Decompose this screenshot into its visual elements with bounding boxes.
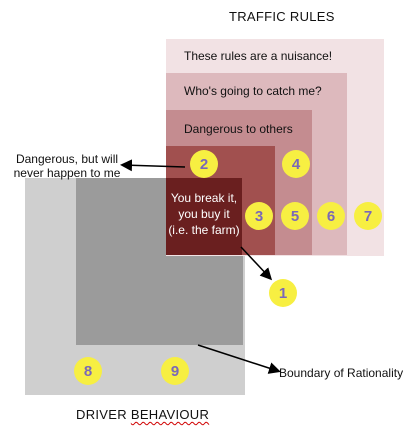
driver-behaviour-title-word: BEHAVIOUR [130, 407, 210, 422]
marker-9: 9 [161, 357, 189, 385]
marker-8: 8 [74, 357, 102, 385]
marker-4: 4 [282, 150, 310, 178]
traffic-rules-title: TRAFFIC RULES [229, 9, 335, 24]
boundary-callout: Boundary of Rationality [279, 366, 404, 380]
layer-2-label: Who's going to catch me? [184, 84, 322, 98]
marker-5: 5 [281, 202, 309, 230]
left-callout-line-2: never happen to me [13, 166, 121, 180]
layer-3-label: Dangerous to others [184, 122, 293, 136]
overlap-label-line-2: you buy it [178, 207, 230, 221]
marker-1: 1 [269, 279, 297, 307]
marker-3: 3 [245, 202, 273, 230]
driver-behaviour-title-prefix: DRIVER [76, 407, 131, 422]
marker-6: 6 [317, 202, 345, 230]
left-callout: Dangerous, but will never happen to me [12, 152, 122, 180]
layer-1-label: These rules are a nuisance! [184, 49, 333, 63]
driver-behaviour-title: DRIVER BEHAVIOUR [76, 408, 209, 422]
overlap-label-line-3: (i.e. the farm) [168, 223, 240, 237]
overlap-label: You break it, you buy it (i.e. the farm) [166, 190, 242, 238]
left-callout-line-1: Dangerous, but will [15, 152, 119, 166]
marker-7: 7 [354, 202, 382, 230]
rules-layer-5-overlap [166, 178, 242, 255]
marker-2: 2 [190, 150, 218, 178]
overlap-label-line-1: You break it, [170, 191, 238, 205]
